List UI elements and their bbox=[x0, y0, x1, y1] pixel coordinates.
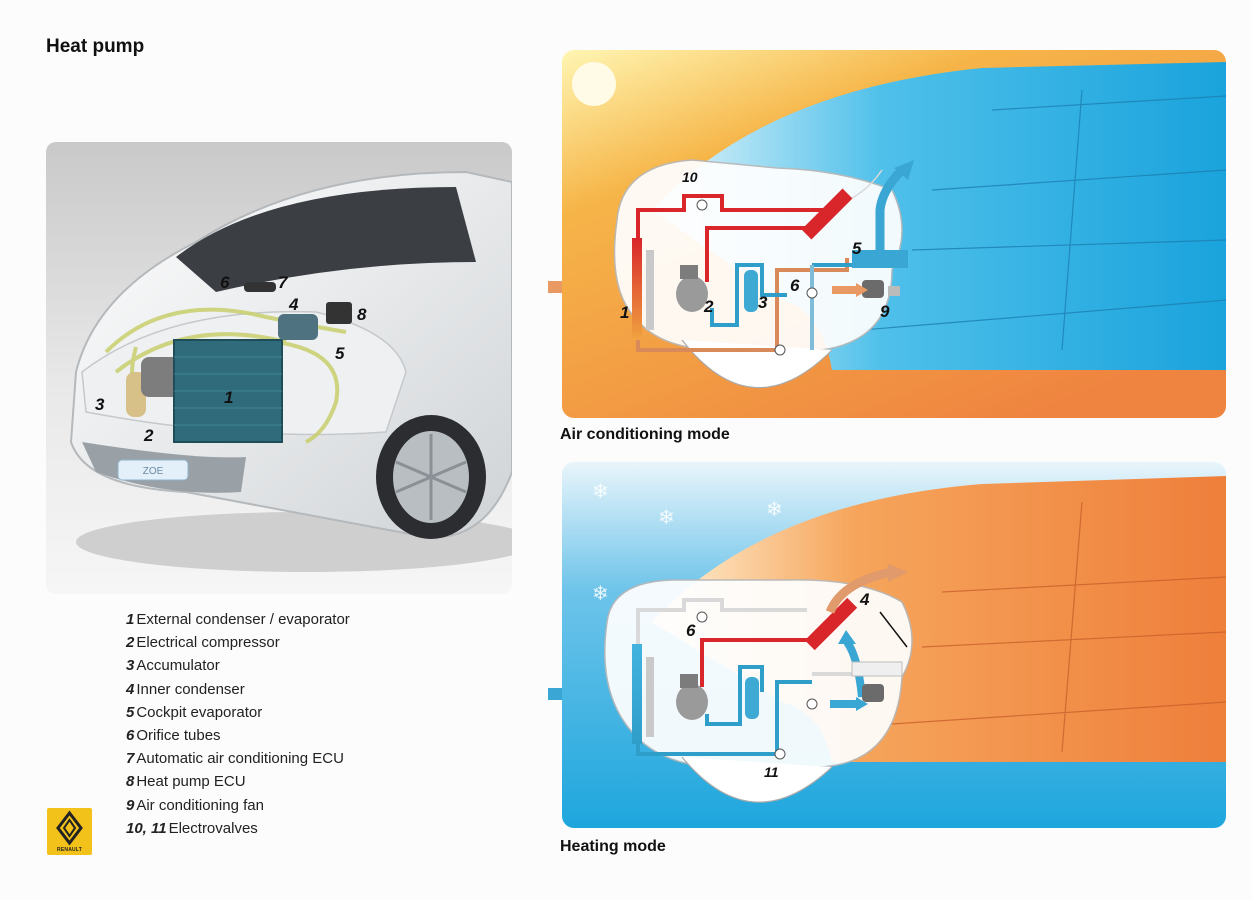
svg-text:❄: ❄ bbox=[766, 497, 783, 521]
heating-mode-caption: Heating mode bbox=[560, 838, 666, 856]
svg-text:❄: ❄ bbox=[592, 581, 609, 605]
photo-callout-5: 5 bbox=[335, 344, 345, 363]
ac-label-3: 3 bbox=[758, 293, 768, 312]
ac-label-6: 6 bbox=[790, 276, 800, 295]
ac-label-5: 5 bbox=[852, 239, 862, 258]
ac-label-9: 9 bbox=[880, 302, 890, 321]
heating-mode-diagram: ❄ ❄ ❄ ❄ 4 bbox=[562, 462, 1226, 828]
ac-label-1: 1 bbox=[620, 303, 629, 322]
photo-callout-3: 3 bbox=[95, 395, 105, 414]
photo-callout-1: 1 bbox=[224, 388, 233, 407]
zoe-badge: ZOE bbox=[143, 466, 164, 477]
car-photo: ZOE 1 2 3 4 5 6 7 8 bbox=[46, 142, 512, 594]
photo-callout-4: 4 bbox=[288, 295, 299, 314]
heat-label-11: 11 bbox=[764, 764, 779, 780]
heat-label-4: 4 bbox=[859, 590, 870, 609]
photo-callout-8: 8 bbox=[357, 305, 367, 324]
ac-label-10: 10 bbox=[682, 169, 698, 185]
heat-label-6: 6 bbox=[686, 621, 696, 640]
renault-brand-text: RENAULT bbox=[47, 847, 92, 853]
ac-mode-diagram: 10 1 2 3 5 6 9 bbox=[562, 50, 1226, 418]
photo-callout-7: 7 bbox=[278, 273, 289, 292]
ac-mode-caption: Air conditioning mode bbox=[560, 426, 730, 444]
ac-label-2: 2 bbox=[703, 297, 714, 316]
photo-callout-6: 6 bbox=[220, 273, 230, 292]
photo-callout-2: 2 bbox=[143, 426, 154, 445]
svg-text:❄: ❄ bbox=[658, 505, 675, 529]
svg-text:❄: ❄ bbox=[592, 479, 609, 503]
renault-logo: RENAULT bbox=[47, 808, 92, 855]
page-title: Heat pump bbox=[46, 36, 144, 58]
